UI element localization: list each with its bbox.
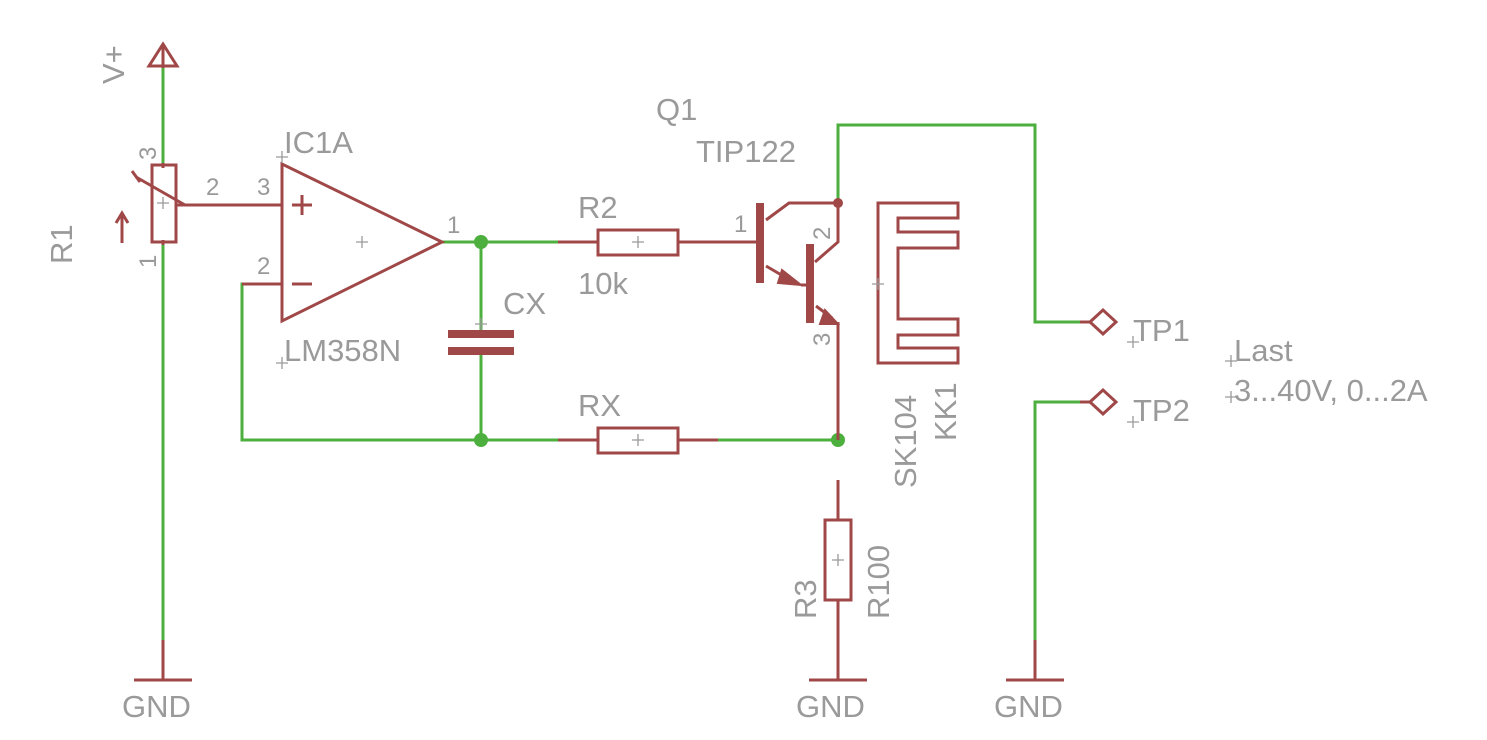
q1-value-label: TIP122 xyxy=(696,134,796,169)
rx-label: RX xyxy=(578,388,621,423)
tp1-diamond-icon xyxy=(1087,307,1119,337)
ic1-pin-1: 1 xyxy=(447,212,460,239)
wire-tp2-gnd xyxy=(1033,400,1092,667)
vplus-label: V+ xyxy=(96,45,131,84)
r1-label: R1 xyxy=(44,224,79,264)
rx-body xyxy=(596,426,680,455)
heatsink-name-label: KK1 xyxy=(928,382,963,441)
r1-potentiometer[interactable]: 3 2 1 R1 xyxy=(44,147,282,268)
tp2-testpoint[interactable]: TP2 xyxy=(1080,387,1190,428)
r3-value-label: R100 xyxy=(861,545,896,619)
tp1-testpoint[interactable]: TP1 xyxy=(1080,307,1190,348)
q1-arrow-1-icon xyxy=(776,268,805,287)
gnd-label-middle: GND xyxy=(796,689,865,724)
q1-pin-3: 3 xyxy=(809,333,836,346)
r1-pin-2: 2 xyxy=(206,174,219,201)
vplus-symbol[interactable]: V+ xyxy=(96,41,180,84)
junctions xyxy=(474,235,845,447)
ic1a-opamp[interactable]: 3 2 1 IC1A LM358N xyxy=(242,125,460,369)
heatsink-outline xyxy=(876,201,960,365)
ic1-pin-3: 3 xyxy=(257,174,270,201)
r2-value-label: 10k xyxy=(578,266,628,301)
q1-transistor[interactable]: 1 2 3 Q1 TIP122 xyxy=(656,92,843,440)
junction-opout xyxy=(474,235,488,249)
r2-body xyxy=(596,228,680,257)
ic1-value-label: LM358N xyxy=(284,333,401,368)
tp2-label: TP2 xyxy=(1133,393,1190,428)
r3-name-label: R3 xyxy=(788,579,823,619)
q1-collector-node xyxy=(833,198,843,208)
q1-pin-1: 1 xyxy=(734,211,747,238)
r1-wiper xyxy=(135,175,186,207)
q1-name-label: Q1 xyxy=(656,92,697,127)
q1-arrow-2-icon xyxy=(818,308,841,325)
gnd-symbol-middle[interactable]: GND xyxy=(796,640,867,724)
r1-pin-1: 1 xyxy=(135,255,162,268)
r2-name-label: R2 xyxy=(578,190,618,225)
load-rating: 3...40V, 0...2A xyxy=(1234,373,1428,408)
tp1-label: TP1 xyxy=(1133,313,1190,348)
ic1-pin-2: 2 xyxy=(257,253,270,280)
gnd-label-left: GND xyxy=(122,689,191,724)
wire-collector-tp1 xyxy=(836,123,1092,324)
tp2-diamond-icon xyxy=(1087,387,1119,417)
load-title: Last xyxy=(1234,333,1293,368)
r1-direction-arrow-icon xyxy=(114,210,130,243)
gnd-symbol-right[interactable]: GND xyxy=(994,640,1064,724)
kk1-heatsink[interactable]: SK104 KK1 xyxy=(872,201,963,488)
rx-resistor[interactable]: RX xyxy=(558,388,718,455)
ic1-name-label: IC1A xyxy=(284,125,353,160)
cx-label: CX xyxy=(503,286,546,321)
q1-pin-2: 2 xyxy=(809,227,836,240)
gnd-symbol-left[interactable]: GND xyxy=(122,640,192,724)
r3-body xyxy=(823,518,853,602)
junction-feedback xyxy=(474,433,488,447)
r2-resistor[interactable]: R2 10k xyxy=(558,190,718,301)
r1-pin-3: 3 xyxy=(135,147,162,160)
heatsink-value-label: SK104 xyxy=(888,395,923,488)
opamp-body xyxy=(280,161,446,324)
load-annotation: Last 3...40V, 0...2A xyxy=(1225,333,1428,408)
gnd-label-right: GND xyxy=(994,689,1063,724)
cx-capacitor[interactable]: CX xyxy=(448,286,546,355)
r3-resistor[interactable]: R3 R100 xyxy=(788,480,896,640)
